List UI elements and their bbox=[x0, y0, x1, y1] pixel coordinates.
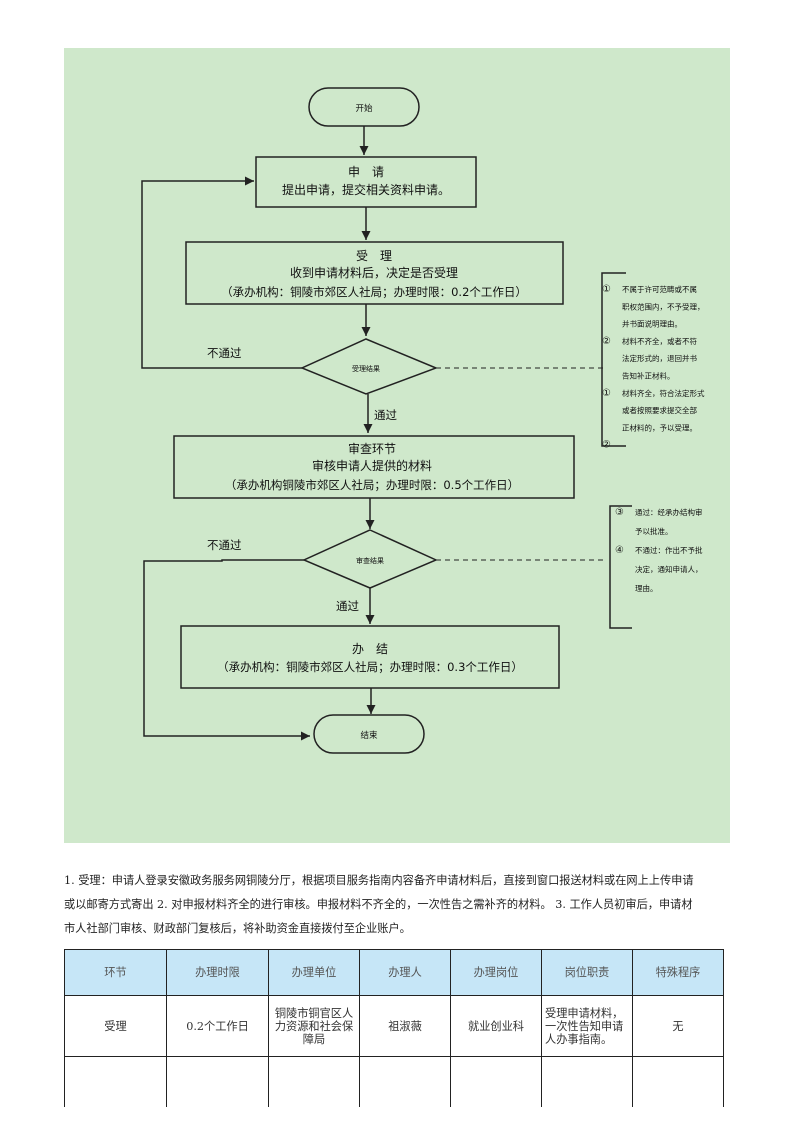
start-node: 开始 bbox=[308, 87, 420, 127]
table-cell: 祖淑薇 bbox=[359, 995, 451, 1057]
side-note1-number: ① bbox=[602, 284, 611, 295]
end-node: 结束 bbox=[313, 714, 425, 754]
apply-title: 申 请 bbox=[348, 165, 384, 179]
side-note2-line: 理由。 bbox=[635, 583, 658, 593]
table-cell bbox=[64, 1056, 167, 1107]
page-right-margin bbox=[730, 0, 793, 1122]
description-line-1: 1. 受理：申请人登录安徽政务服务网铜陵分厅，根据项目服务指南内容备齐申请材料后… bbox=[64, 874, 694, 887]
accept-title: 受 理 bbox=[356, 249, 392, 263]
table-cell bbox=[166, 1056, 269, 1107]
table-cell: 受理 bbox=[64, 995, 167, 1057]
table-row bbox=[64, 1056, 724, 1107]
decision-accept-result: 受理结果 bbox=[300, 338, 439, 395]
accept-note: （承办机构：铜陵市郊区人社局；办理时限：0.2个工作日） bbox=[221, 285, 527, 299]
decision-review-result: 审查结果 bbox=[302, 529, 438, 589]
flowchart-panel: 开始 申 请 提出申请，提交相关资料申请。 受 理 收到申请材料后，决定是否受理… bbox=[64, 48, 730, 843]
side-note2-number: ④ bbox=[615, 545, 624, 556]
decision2-pass-label: 通过 bbox=[336, 599, 359, 613]
accept-desc: 收到申请材料后，决定是否受理 bbox=[290, 265, 458, 280]
header-cell: 办理岗位 bbox=[450, 949, 542, 996]
complete-title: 办 结 bbox=[352, 641, 388, 656]
review-title: 审查环节 bbox=[348, 441, 396, 456]
side-note1-line: 并书面说明理由。 bbox=[622, 319, 682, 329]
review-node: 审查环节 审核申请人提供的材料 （承办机构铜陵市郊区人社局；办理时限：0.5个工… bbox=[173, 435, 575, 499]
side-note1-line: 或者按照要求提交全部 bbox=[622, 405, 697, 415]
table-cell bbox=[268, 1056, 360, 1107]
table-row: 受理 0.2个工作日 铜陵市铜官区人力资源和社会保障局 祖淑薇 就业创业科 受理… bbox=[64, 995, 724, 1057]
table-cell bbox=[632, 1056, 724, 1107]
side-note1-line: 法定形式的，退回并书 bbox=[622, 353, 697, 363]
header-cell: 环节 bbox=[64, 949, 167, 996]
header-cell: 办理单位 bbox=[268, 949, 360, 996]
decision2-label: 审查结果 bbox=[356, 556, 384, 565]
table-cell: 0.2个工作日 bbox=[166, 995, 269, 1057]
side-note1-number: ② bbox=[602, 440, 611, 451]
side-note2-line: 予以批准。 bbox=[635, 526, 673, 536]
table-cell: 就业创业科 bbox=[450, 995, 542, 1057]
description-line-2: 或以邮寄方式寄出 2. 对申报材料齐全的进行审核。申报材料不齐全的，一次性告之需… bbox=[64, 898, 693, 911]
apply-desc: 提出申请，提交相关资料申请。 bbox=[282, 182, 450, 197]
side-note2-line: 通过：经承办结构审 bbox=[635, 507, 703, 517]
flowchart-diagram: 开始 申 请 提出申请，提交相关资料申请。 受 理 收到申请材料后，决定是否受理… bbox=[141, 87, 705, 754]
side-note1-number: ② bbox=[602, 336, 611, 347]
process-table: 环节 办理时限 办理单位 办理人 办理岗位 岗位职责 特殊程序 受理 0.2个工… bbox=[64, 949, 724, 1107]
table-cell: 铜陵市铜官区人力资源和社会保障局 bbox=[268, 995, 360, 1057]
side-note1-line: 正材料的，予以受理。 bbox=[622, 422, 697, 432]
decision1-label: 受理结果 bbox=[352, 364, 380, 373]
start-label: 开始 bbox=[355, 103, 373, 114]
side-note1-line: 告知补正材料。 bbox=[622, 371, 675, 381]
decision2-fail-label: 不通过 bbox=[207, 538, 242, 552]
side-note1-line: 材料齐全，符合法定形式 bbox=[622, 388, 705, 398]
side-note2-line: 决定，通知申请人， bbox=[635, 564, 703, 574]
side-note2-line: 不通过：作出不予批 bbox=[635, 545, 703, 555]
review-note: （承办机构铜陵市郊区人社局；办理时限：0.5个工作日） bbox=[225, 478, 519, 492]
review-desc: 审核申请人提供的材料 bbox=[312, 458, 432, 473]
table-cell: 受理申请材料，一次性告知申请人办事指南。 bbox=[541, 995, 633, 1057]
table-header-row: 环节 办理时限 办理单位 办理人 办理岗位 岗位职责 特殊程序 bbox=[64, 949, 724, 996]
side-note2-number: ③ bbox=[615, 507, 624, 518]
complete-node: 办 结 （承办机构：铜陵市郊区人社局；办理时限：0.3个工作日） bbox=[180, 625, 560, 689]
header-cell: 办理时限 bbox=[166, 949, 269, 996]
loop-line-fail1 bbox=[141, 176, 302, 369]
apply-node: 申 请 提出申请，提交相关资料申请。 bbox=[255, 156, 477, 208]
side-note1-number: ① bbox=[602, 388, 611, 399]
side-note1-line: 不属于许可范畴或不属 bbox=[622, 284, 697, 294]
complete-note: （承办机构：铜陵市郊区人社局；办理时限：0.3个工作日） bbox=[217, 660, 523, 674]
header-cell: 岗位职责 bbox=[541, 949, 633, 996]
loop-line-fail2 bbox=[143, 559, 310, 741]
side-note1-line: 职权范围内，不予受理， bbox=[622, 301, 705, 311]
table-cell: 无 bbox=[632, 995, 724, 1057]
description-line-3: 市人社部门审核、财政部门复核后，将补助资金直接拨付至企业账户。 bbox=[64, 922, 411, 935]
accept-node: 受 理 收到申请材料后，决定是否受理 （承办机构：铜陵市郊区人社局；办理时限：0… bbox=[185, 241, 564, 305]
header-cell: 特殊程序 bbox=[632, 949, 724, 996]
header-cell: 办理人 bbox=[359, 949, 451, 996]
side-note1-line: 材料不齐全，或者不符 bbox=[622, 336, 697, 346]
table-cell bbox=[359, 1056, 451, 1107]
table-cell bbox=[541, 1056, 633, 1107]
table-cell bbox=[450, 1056, 542, 1107]
decision1-fail-label: 不通过 bbox=[207, 346, 242, 360]
decision1-pass-label: 通过 bbox=[374, 408, 397, 422]
end-label: 结束 bbox=[360, 730, 378, 741]
